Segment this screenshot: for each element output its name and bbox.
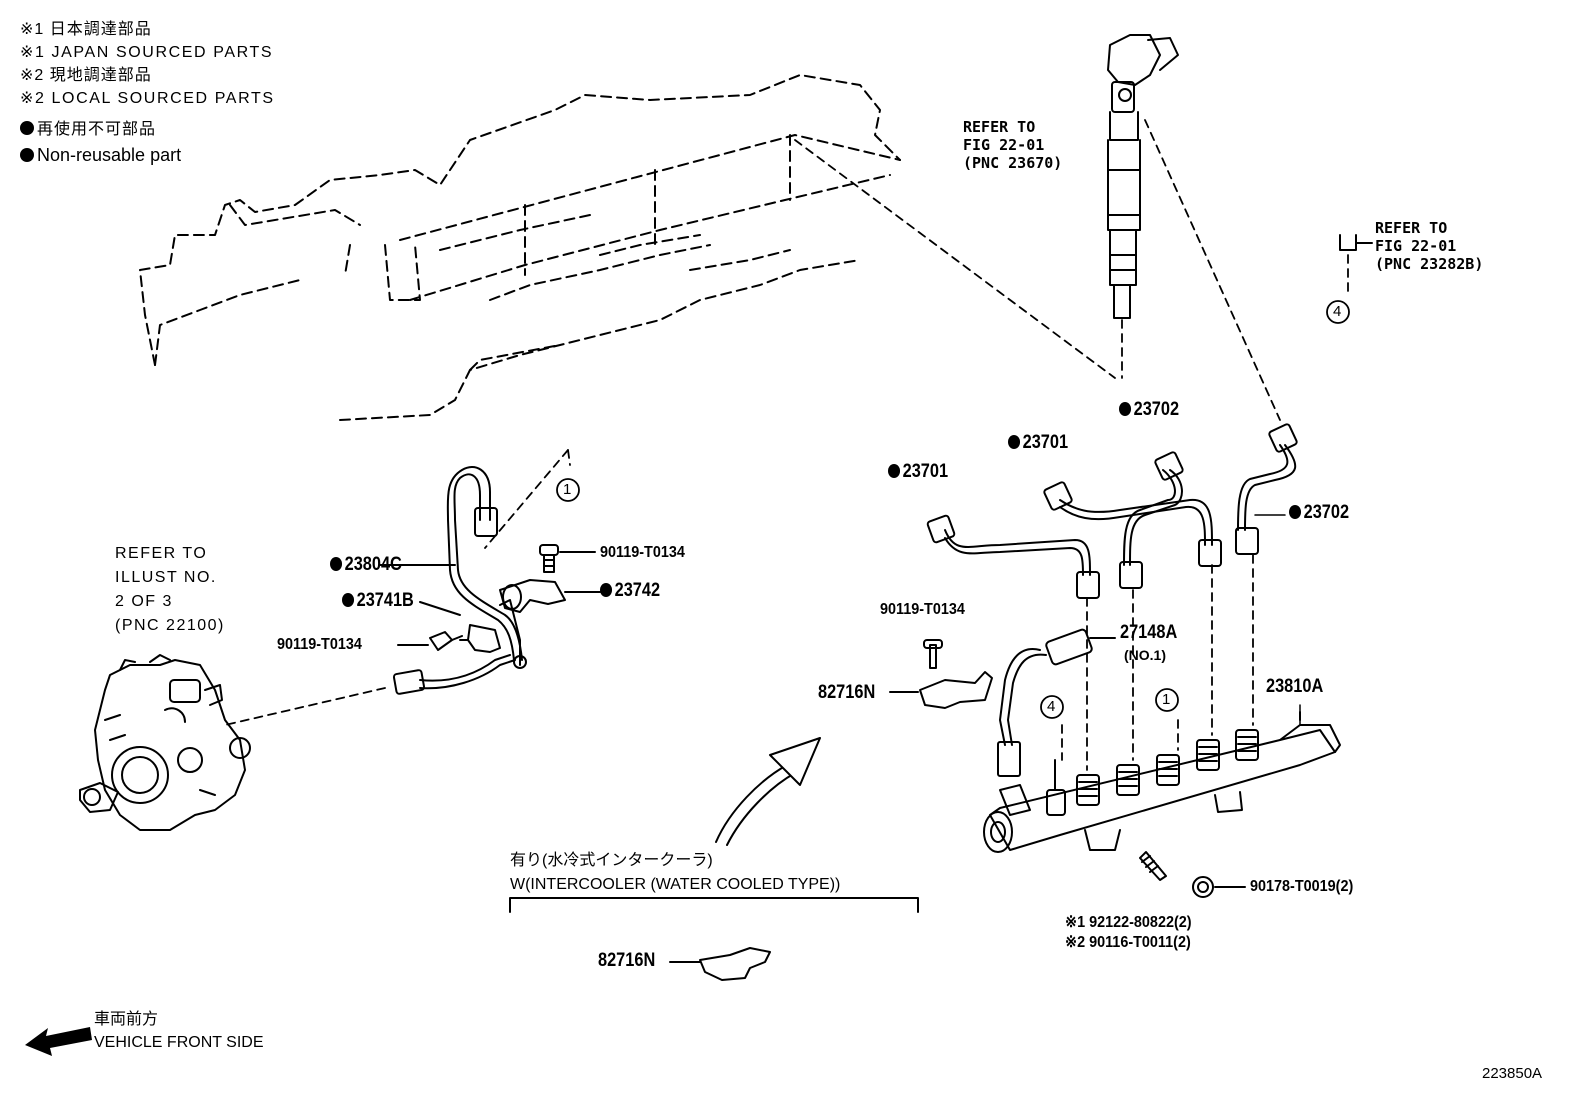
intercooler-en: W(INTERCOOLER (WATER COOLED TYPE)) bbox=[510, 876, 841, 893]
ref-pump: REFER TO ILLUST NO. 2 OF 3 (PNC 22100) bbox=[115, 545, 225, 634]
sensor-symbol bbox=[1339, 234, 1373, 251]
part-23741b-text: 23741B bbox=[356, 590, 414, 611]
part-90119-right[interactable]: 90119-T0134 bbox=[880, 601, 965, 618]
ref-sensor: REFER TO FIG 22-01 (PNC 23282B) bbox=[1375, 219, 1484, 273]
part-23741b[interactable]: 23741B bbox=[342, 591, 414, 610]
bullet-icon bbox=[1008, 435, 1021, 449]
engine-outline bbox=[139, 74, 901, 421]
pipe-23804c bbox=[379, 465, 601, 695]
legend-nonreusable-jp-text: 再使用不可部品 bbox=[37, 121, 157, 138]
part-82716n-upper[interactable]: 82716N bbox=[818, 682, 876, 703]
legend-japan-en: ※1 JAPAN SOURCED PARTS bbox=[20, 44, 274, 61]
injection-pipes bbox=[926, 423, 1298, 599]
part-23804c[interactable]: 23804C bbox=[330, 555, 402, 574]
part-82716n-lower[interactable]: 82716N bbox=[598, 950, 656, 971]
supply-pump bbox=[79, 654, 251, 831]
legend-local-jp: ※2 現地調達部品 bbox=[20, 67, 152, 84]
part-90178[interactable]: 90178-T0019(2) bbox=[1250, 878, 1354, 895]
ref-injector: REFER TO FIG 22-01 (PNC 23670) bbox=[963, 118, 1063, 172]
bullet-icon bbox=[888, 464, 901, 478]
callout-1-rail: 1 bbox=[1162, 691, 1171, 708]
bullet-icon bbox=[1289, 505, 1302, 519]
part-23804c-text: 23804C bbox=[344, 554, 402, 575]
callout-circles bbox=[556, 300, 1350, 719]
figure-id: 223850A bbox=[1482, 1065, 1543, 1082]
leader-lines bbox=[224, 119, 1349, 771]
direction-jp: 車両前方 bbox=[94, 1011, 159, 1028]
part-90119-top[interactable]: 90119-T0134 bbox=[600, 544, 685, 561]
part-23701-upper-text: 23701 bbox=[1022, 432, 1069, 453]
part-23742[interactable]: 23742 bbox=[600, 581, 660, 600]
legend-nonreusable-jp: 再使用不可部品 bbox=[20, 121, 156, 138]
intercooler-jp: 有り(水冷式インタークーラ) bbox=[510, 852, 713, 869]
bullet-icon bbox=[600, 583, 613, 597]
part-27148a-sub: (NO.1) bbox=[1124, 647, 1166, 663]
intercooler-section bbox=[509, 897, 919, 981]
part-23701-left-text: 23701 bbox=[902, 461, 949, 482]
legend-local-en: ※2 LOCAL SOURCED PARTS bbox=[20, 90, 275, 107]
legend-nonreusable-en-text: Non-reusable part bbox=[37, 145, 182, 165]
part-23702-right[interactable]: 23702 bbox=[1289, 503, 1349, 522]
direction-en: VEHICLE FRONT SIDE bbox=[94, 1034, 264, 1051]
part-23701-upper[interactable]: 23701 bbox=[1008, 433, 1068, 452]
injector-drawing bbox=[1107, 34, 1179, 319]
callout-1-top: 1 bbox=[563, 481, 572, 498]
callout-4-rail: 4 bbox=[1047, 698, 1056, 715]
part-23701-left[interactable]: 23701 bbox=[888, 462, 948, 481]
stud-bolt bbox=[1139, 851, 1246, 898]
label-leaders bbox=[1254, 514, 1301, 726]
vehicle-front-arrow bbox=[25, 1027, 92, 1056]
part-92122[interactable]: ※1 92122-80822(2) bbox=[1065, 914, 1192, 931]
part-23702-right-text: 23702 bbox=[1303, 502, 1350, 523]
fuel-rail bbox=[983, 711, 1341, 853]
part-23702-upper-text: 23702 bbox=[1133, 399, 1180, 420]
part-23702-upper[interactable]: 23702 bbox=[1119, 400, 1179, 419]
part-90116[interactable]: ※2 90116-T0011(2) bbox=[1065, 934, 1191, 951]
direction-curved-arrow bbox=[715, 737, 821, 846]
part-27148a[interactable]: 27148A bbox=[1120, 622, 1178, 643]
bullet-icon bbox=[1119, 402, 1132, 416]
sensor-harness bbox=[997, 628, 1116, 777]
bullet-icon bbox=[20, 148, 34, 162]
bracket-82716n bbox=[889, 639, 993, 709]
bullet-icon bbox=[342, 593, 355, 607]
callout-4-top: 4 bbox=[1333, 303, 1342, 320]
part-90119-left[interactable]: 90119-T0134 bbox=[277, 636, 362, 653]
part-23742-text: 23742 bbox=[614, 580, 661, 601]
bullet-icon bbox=[20, 121, 34, 135]
bullet-icon bbox=[330, 557, 343, 571]
part-23810a[interactable]: 23810A bbox=[1266, 676, 1324, 697]
legend-japan-jp: ※1 日本調達部品 bbox=[20, 21, 152, 38]
legend-nonreusable-en: Non-reusable part bbox=[20, 146, 181, 164]
